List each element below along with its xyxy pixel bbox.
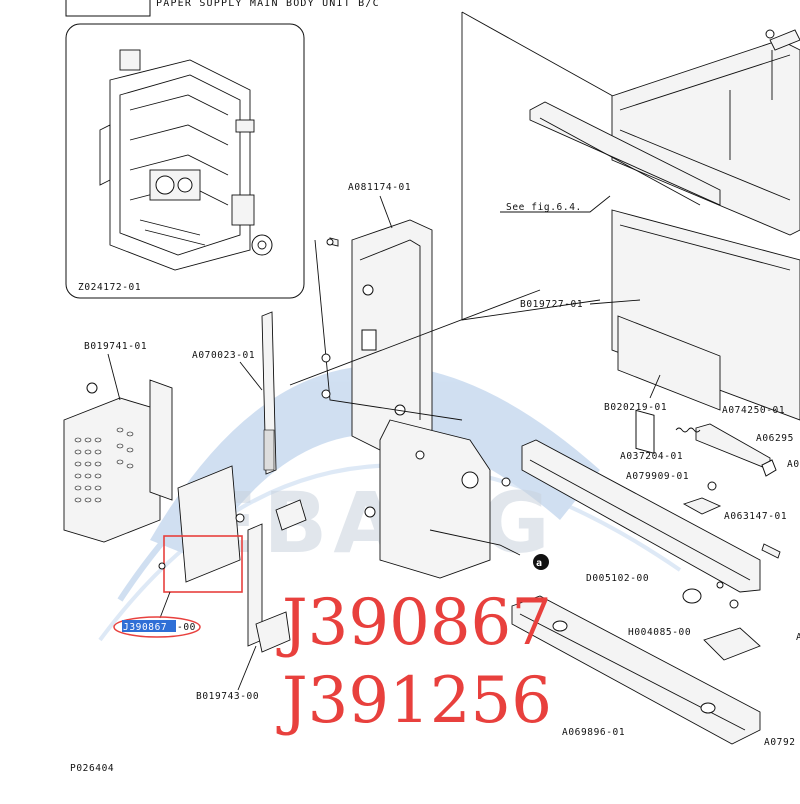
lower-frame [364, 419, 521, 579]
label-b020219: B020219-01 [604, 402, 667, 413]
label-a069896: A069896-01 [562, 727, 625, 738]
part-number-highlight-ring [113, 616, 201, 638]
spring-a037204 [675, 427, 701, 433]
knob-h004085 [682, 588, 702, 604]
page-code: P026404 [70, 763, 114, 774]
pcb-board [177, 465, 241, 583]
cover-b019741 [63, 379, 173, 543]
header-box [65, 0, 151, 17]
label-h004085: H004085-00 [628, 627, 691, 638]
part-number-selection [122, 620, 176, 632]
label-a081174: A081174-01 [348, 182, 411, 193]
channel-a069896 [511, 595, 761, 745]
highlighted-part-suffix: -00 [177, 622, 196, 633]
highlighted-part-number: J390867 [123, 622, 167, 633]
label-a0-right: A0 [787, 459, 800, 470]
label-b019743: B019743-00 [196, 691, 259, 702]
overview-inset [65, 23, 305, 299]
label-a079909: A079909-01 [626, 471, 689, 482]
callout-letter: a [536, 558, 542, 569]
page-title: PAPER SUPPLY MAIN BODY UNIT B/C [156, 0, 380, 9]
label-see-fig: See fig.6.4. [506, 202, 582, 213]
reference-outline [461, 12, 601, 321]
label-a037204: A037204-01 [620, 451, 683, 462]
bracket-b019743 [235, 499, 307, 653]
frame-screws [321, 353, 511, 487]
plate-b020219 [617, 315, 721, 411]
label-a063147: A063147-01 [724, 511, 787, 522]
label-d005102: D005102-00 [586, 573, 649, 584]
bracket-a079909 [682, 497, 722, 515]
rail-d005102 [521, 439, 761, 593]
label-a0792: A0792 [764, 737, 796, 748]
pointer-line [289, 289, 541, 386]
overlay-part-2: J391256 [276, 664, 552, 738]
callout-marker [533, 554, 549, 570]
label-b019741: B019741-01 [84, 341, 147, 352]
label-a070023: A070023-01 [192, 350, 255, 361]
top-rail-assembly [529, 29, 800, 236]
main-frame-a081174 [326, 219, 433, 451]
overlay-part-1: J390867 [276, 586, 552, 660]
label-a06295: A06295 [756, 433, 794, 444]
bar-a074250 [695, 423, 771, 471]
label-b019727: B019727-01 [520, 299, 583, 310]
overview-assembly-drawing [99, 49, 273, 271]
label-a-right2: A [796, 632, 800, 643]
label-a074250: A074250-01 [722, 405, 785, 416]
inset-code: Z024172-01 [78, 282, 141, 293]
